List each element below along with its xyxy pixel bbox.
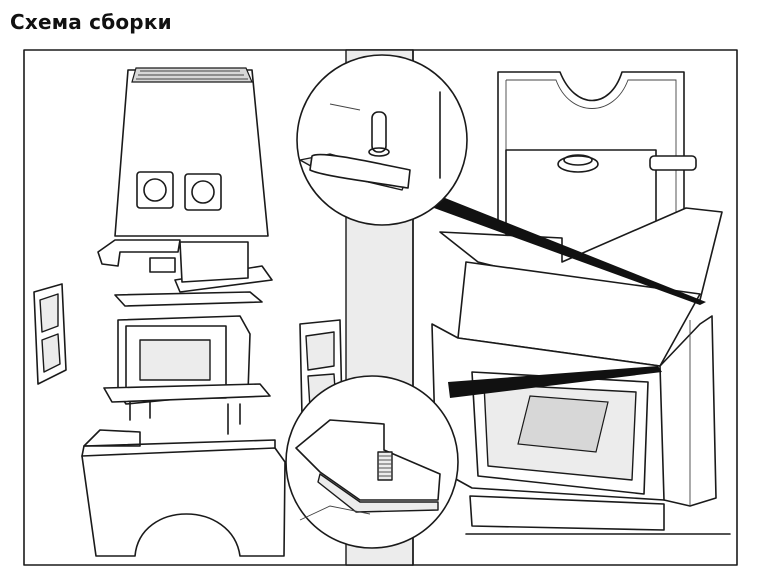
- side-cladding-left: [33, 283, 67, 385]
- rear-frame: [497, 71, 685, 241]
- vent-grille-right: [184, 173, 222, 211]
- exploded-view: [33, 67, 343, 557]
- detail-leader-lower: [448, 366, 662, 398]
- firebox-glass: [139, 339, 211, 381]
- hood: [114, 67, 269, 237]
- side-cladding-right: [299, 319, 343, 417]
- flue-box: [179, 241, 249, 283]
- firebox-door: [471, 371, 649, 495]
- vent-grille-left: [136, 171, 174, 209]
- air-pipe: [649, 155, 697, 171]
- top-cladding: [97, 239, 273, 293]
- plinth: [469, 495, 665, 531]
- page-title: Схема сборки: [10, 10, 172, 34]
- stud-pin: [371, 111, 387, 153]
- base-tray: [103, 383, 271, 403]
- flue-collar: [557, 155, 599, 173]
- base-plinth: [81, 429, 286, 557]
- detail-leader-upper: [434, 196, 706, 305]
- detail-circle-lower: [285, 375, 459, 549]
- firebox: [103, 291, 271, 435]
- detail-circle-upper: [296, 54, 468, 226]
- assembled-view: [431, 71, 731, 535]
- threaded-stud: [377, 451, 393, 481]
